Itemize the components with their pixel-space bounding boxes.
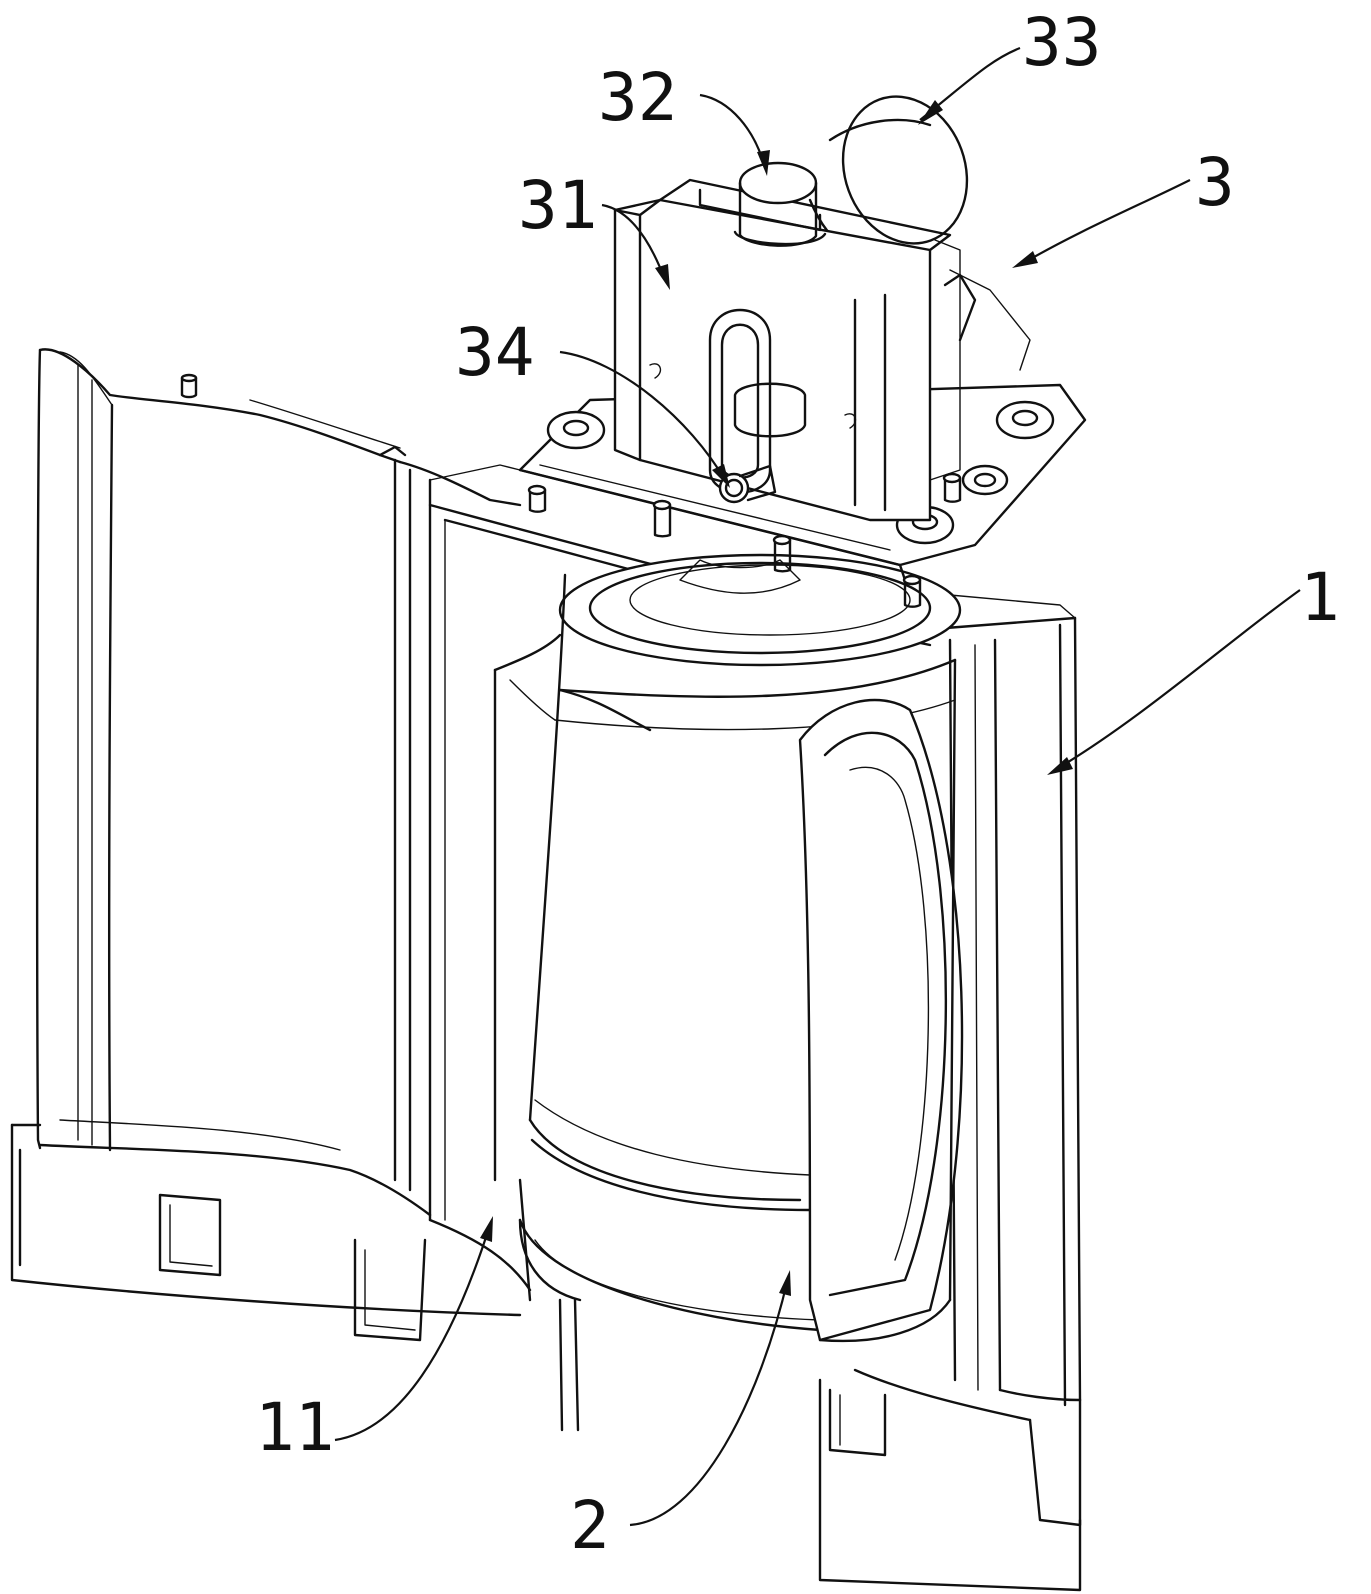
top-assembly: [180, 95, 1087, 608]
label-31: 31: [518, 167, 597, 244]
label-2: 2: [570, 1487, 610, 1564]
label-3: 3: [1195, 144, 1235, 221]
label-11: 11: [255, 1389, 334, 1466]
callout-labels: 33 32 31 3 34 1 11 2: [255, 4, 1340, 1564]
housing-frame: [10, 348, 1082, 1592]
label-32: 32: [598, 59, 677, 136]
label-1: 1: [1300, 559, 1340, 636]
label-34: 34: [455, 314, 534, 391]
water-jug: [493, 553, 964, 1343]
label-33: 33: [1022, 4, 1101, 81]
callout-leaders: [334, 46, 1301, 1527]
